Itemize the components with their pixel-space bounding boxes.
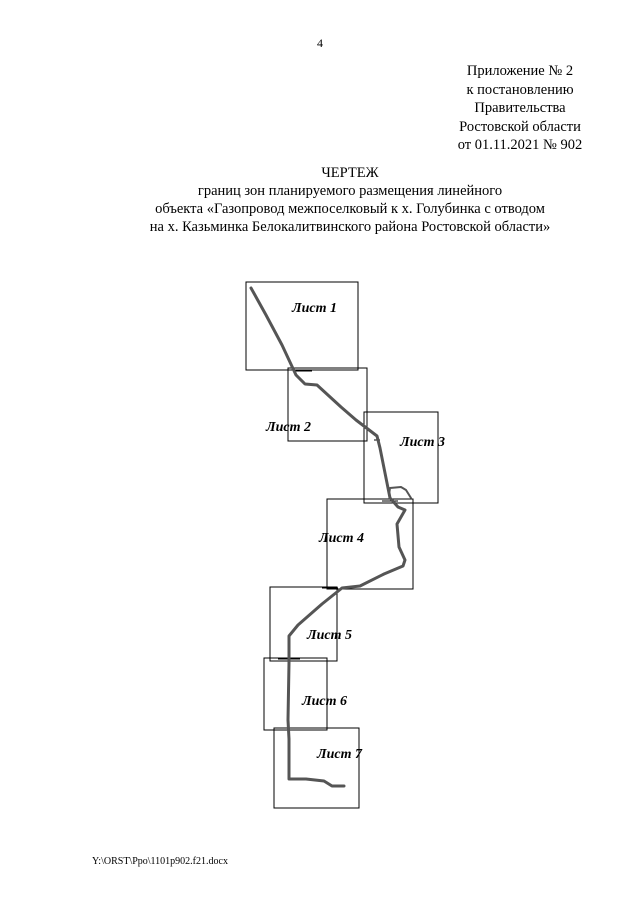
gas-pipeline-branch <box>388 486 412 499</box>
appendix-block: Приложение № 2 к постановлению Правитель… <box>440 62 600 155</box>
sheet-frame-3 <box>363 411 439 504</box>
appendix-line: Приложение № 2 <box>466 63 574 79</box>
sheet-frame-4 <box>326 498 414 590</box>
sheet-label-6: Лист 6 <box>301 694 347 709</box>
document-title: ЧЕРТЕЖ границ зон планируемого размещени… <box>80 164 620 236</box>
page-number: 4 <box>317 36 323 50</box>
appendix-line: к постановлению <box>466 81 574 98</box>
title-heading: ЧЕРТЕЖ <box>321 165 379 181</box>
sheet-frame-5 <box>269 586 338 662</box>
sheet-label-2: Лист 2 <box>265 420 311 435</box>
appendix-line: Правительства <box>474 100 566 116</box>
appendix-line: от 01.11.2021 № 902 <box>457 137 583 153</box>
appendix-line: Ростовской области <box>459 118 581 135</box>
title-line: объекта «Газопровод межпоселковый к х. Г… <box>155 201 545 217</box>
sheet-label-7: Лист 7 <box>316 747 363 762</box>
gas-pipeline-route <box>249 286 407 788</box>
sheet-label-1: Лист 1 <box>291 301 337 316</box>
sheet-frame-1 <box>245 281 359 371</box>
sheet-frame-2 <box>287 367 368 442</box>
footer-file-path: Y:\ORST\Ppo\1101p902.f21.docx <box>92 856 228 867</box>
sheet-label-3: Лист 3 <box>399 435 445 450</box>
sheet-label-4: Лист 4 <box>318 531 364 546</box>
sheet-frame-7 <box>273 727 360 809</box>
sheet-label-5: Лист 5 <box>306 628 352 643</box>
title-line: на х. Казьминка Белокалитвинского района… <box>149 219 551 235</box>
title-line: границ зон планируемого размещения линей… <box>197 183 503 199</box>
